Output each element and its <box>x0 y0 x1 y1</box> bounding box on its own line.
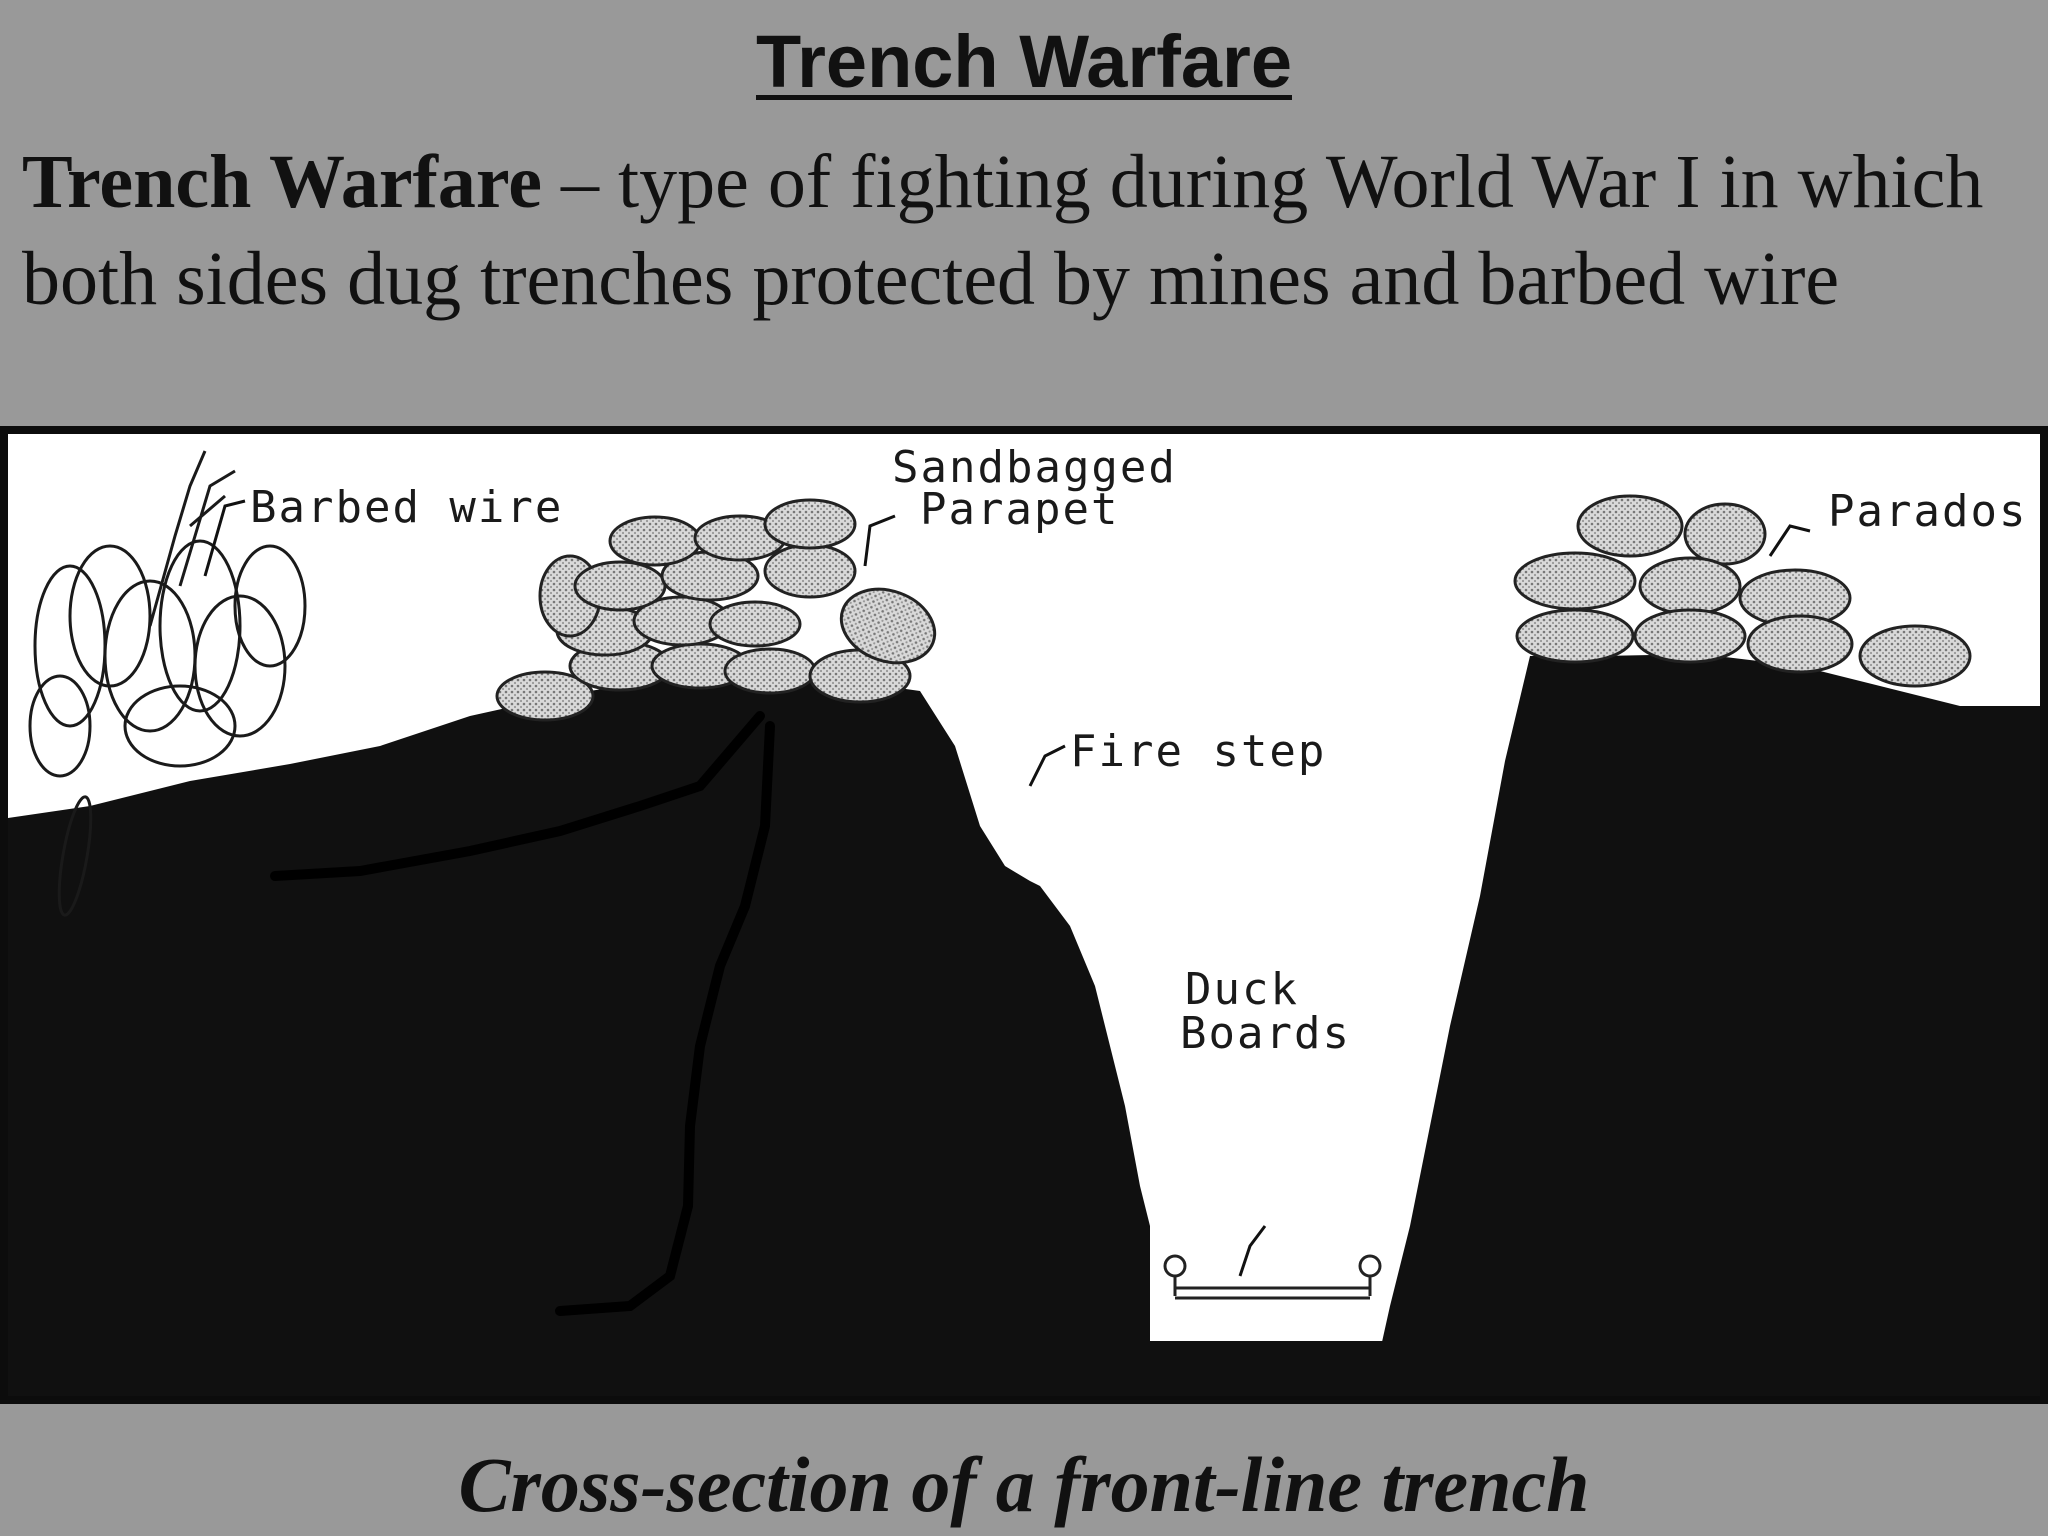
trench-floor <box>1140 1341 1400 1396</box>
trench-illustration: Barbed wire Sandbagged Parapet Parados F… <box>0 426 2048 1404</box>
definition-term: Trench Warfare <box>22 140 542 224</box>
definition-paragraph: Trench Warfare – type of fighting during… <box>22 134 2032 328</box>
label-barbed-wire: Barbed wire <box>250 482 563 533</box>
label-fire-step: Fire step <box>1070 726 1326 777</box>
trench-diagram: Barbed wire Sandbagged Parapet Parados F… <box>0 426 2048 1404</box>
slide-title: Trench Warfare <box>0 22 2048 102</box>
label-parados: Parados <box>1828 486 2027 537</box>
figure-caption: Cross-section of a front-line trench <box>0 1440 2048 1530</box>
label-boards: Boards <box>1180 1008 1351 1059</box>
label-parapet: Parapet <box>920 484 1119 535</box>
